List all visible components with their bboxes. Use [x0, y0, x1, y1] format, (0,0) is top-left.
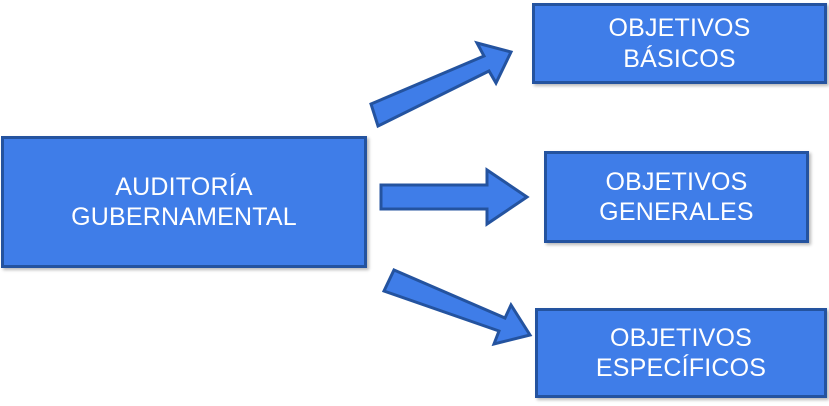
- child-node-objetivos-basicos: OBJETIVOS BÁSICOS: [532, 3, 827, 84]
- arrow-to-general-objectives: [379, 167, 530, 227]
- child-node-objetivos-especificos: OBJETIVOS ESPECÍFICOS: [535, 308, 827, 398]
- child-node-3-line-2: ESPECÍFICOS: [595, 354, 767, 382]
- child-node-2-line-2: GENERALES: [599, 198, 754, 226]
- child-node-3-line-1: OBJETIVOS: [609, 323, 753, 352]
- arrow-to-basic-objectives: [369, 40, 514, 129]
- arrow-to-specific-objectives: [381, 268, 533, 347]
- root-node-line-2: GUBERNAMENTAL: [71, 203, 297, 231]
- child-node-objetivos-generales: OBJETIVOS GENERALES: [544, 151, 809, 243]
- child-node-2-line-1: OBJETIVOS: [605, 167, 748, 196]
- root-node-auditoria-gubernamental: AUDITORÍA GUBERNAMENTAL: [1, 136, 367, 268]
- child-node-1-line-2: BÁSICOS: [623, 44, 736, 73]
- child-node-1-line-1: OBJETIVOS: [608, 14, 751, 42]
- root-node-line-1: AUDITORÍA: [115, 172, 253, 201]
